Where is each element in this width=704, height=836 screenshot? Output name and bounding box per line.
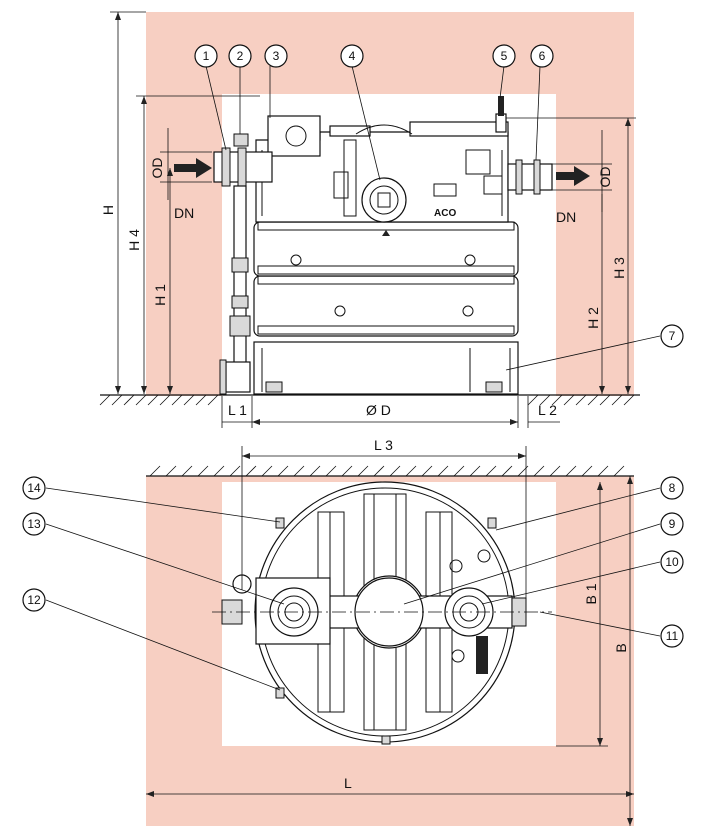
svg-text:9: 9: [669, 517, 676, 531]
callout-1: 1: [194, 44, 218, 68]
callout-4: 4: [340, 44, 364, 68]
dim-diameter: Ø D: [366, 402, 391, 418]
outlet-pipe: [507, 163, 553, 191]
dim-h4: H 4: [126, 229, 142, 251]
drain-pipe: [233, 185, 247, 383]
dim-b: B: [613, 643, 629, 652]
svg-text:11: 11: [666, 629, 679, 643]
tank-base: [253, 341, 519, 395]
callout-5: 5: [492, 44, 516, 68]
callout-3: 3: [264, 44, 288, 68]
dim-l3: L 3: [374, 437, 393, 453]
tank-lower-ring: [253, 275, 519, 337]
dim-dn-inlet: DN: [174, 205, 194, 221]
callout-2: 2: [228, 44, 252, 68]
inlet-arrow-icon: [174, 158, 212, 178]
callout-8: 8: [660, 476, 684, 500]
dim-dn-outlet: DN: [556, 209, 576, 225]
svg-text:6: 6: [539, 49, 546, 63]
brand-label: ACO: [434, 208, 456, 219]
svg-text:12: 12: [27, 593, 41, 607]
svg-text:5: 5: [501, 49, 508, 63]
svg-text:1: 1: [203, 49, 210, 63]
dim-h: H: [100, 205, 116, 215]
svg-text:14: 14: [27, 481, 41, 495]
svg-text:13: 13: [27, 517, 41, 531]
dim-l1: L 1: [228, 402, 247, 418]
outlet-arrow-icon: [556, 166, 590, 186]
svg-text:2: 2: [237, 49, 244, 63]
callout-12: 12: [22, 588, 46, 612]
callout-9: 9: [660, 512, 684, 536]
dim-h3: H 3: [611, 257, 627, 279]
svg-text:10: 10: [665, 555, 679, 569]
dim-b1: B 1: [583, 583, 599, 604]
dim-l: L: [344, 775, 352, 791]
svg-text:4: 4: [349, 49, 356, 63]
callout-7: 7: [660, 324, 684, 348]
dim-h1: H 1: [152, 284, 168, 306]
dim-l2: L 2: [538, 402, 557, 418]
dim-od-outlet: OD: [597, 167, 613, 188]
ground-hatch-icon: [99, 394, 640, 406]
dim-h2: H 2: [585, 307, 601, 329]
callout-10: 10: [660, 550, 684, 574]
svg-text:7: 7: [669, 329, 676, 343]
svg-text:8: 8: [669, 481, 676, 495]
callout-11: 11: [660, 624, 684, 648]
callout-13: 13: [22, 512, 46, 536]
dim-od-inlet: OD: [149, 158, 165, 179]
callout-6: 6: [530, 44, 554, 68]
callout-14: 14: [22, 476, 46, 500]
svg-text:3: 3: [273, 49, 280, 63]
